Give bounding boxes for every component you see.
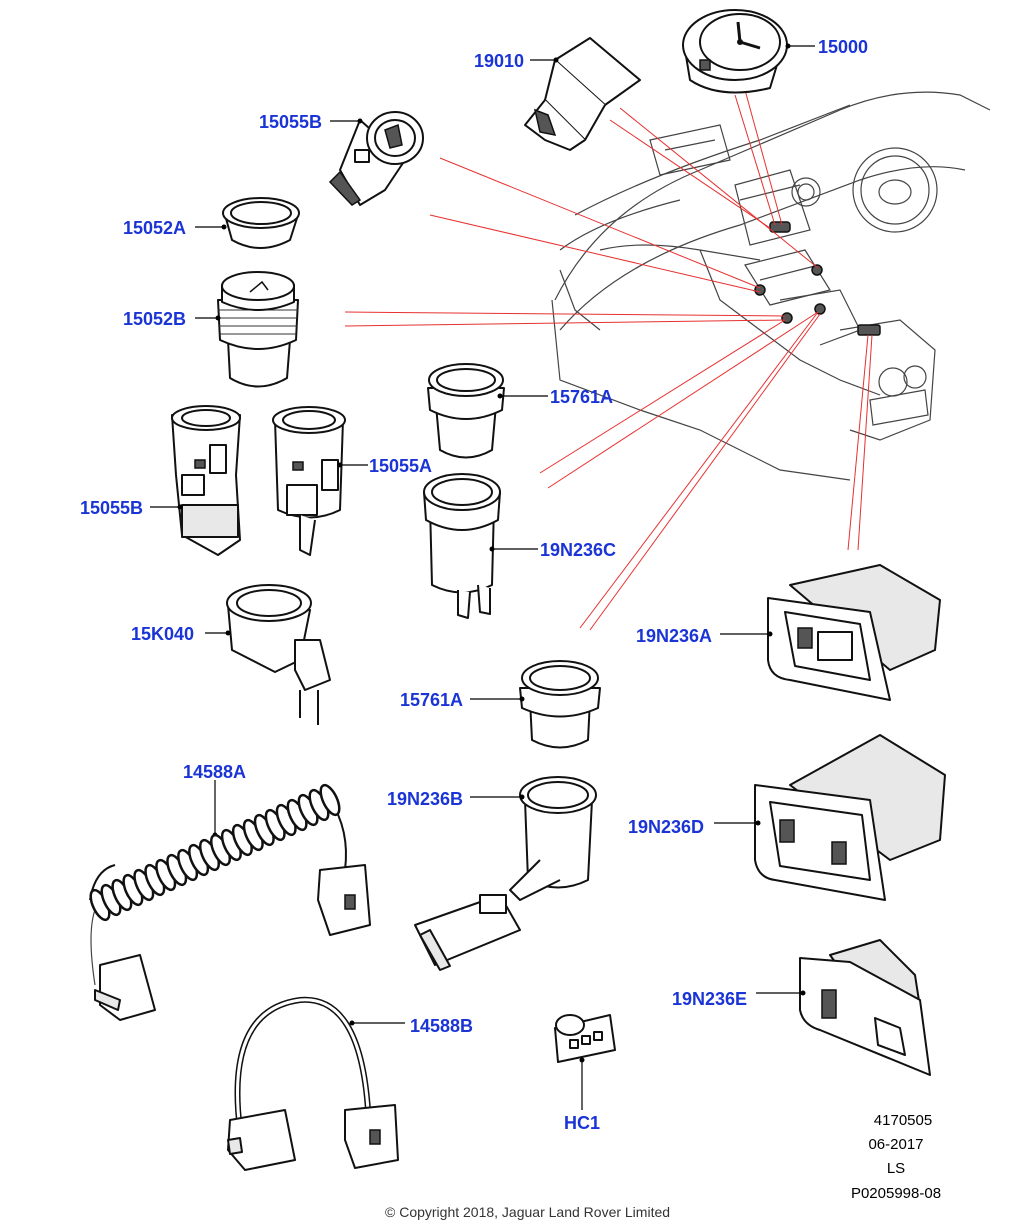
- usb-hub-19N236E: [799, 939, 931, 1076]
- label-14588A[interactable]: 14588A: [183, 762, 247, 782]
- callout-lines: [344, 89, 873, 631]
- socket-19N236B: [414, 776, 597, 971]
- diagram-ref-number: 4170505: [873, 1112, 933, 1129]
- cable-14588A: [89, 799, 371, 1021]
- coil-turn: [319, 783, 341, 817]
- label-15055B-mid[interactable]: 15055B: [80, 498, 144, 518]
- diagram-date: 06-2017: [868, 1136, 924, 1153]
- connector-HC1: [554, 1014, 616, 1063]
- label-15K040[interactable]: 15K040: [131, 624, 195, 644]
- socket-15055A: [272, 406, 346, 556]
- label-15052B[interactable]: 15052B: [123, 309, 187, 329]
- copyright-notice: © Copyright 2018, Jaguar Land Rover Limi…: [385, 1204, 671, 1220]
- label-15000[interactable]: 15000: [818, 37, 869, 57]
- label-15761A-top[interactable]: 15761A: [550, 387, 614, 407]
- usb-hub-19N236D: [754, 734, 946, 901]
- cap-15761A-mid: [519, 660, 601, 749]
- cap-15052A: [222, 197, 300, 249]
- label-15052A[interactable]: 15052A: [123, 218, 187, 238]
- label-15761A-mid[interactable]: 15761A: [400, 690, 464, 710]
- label-19N236C[interactable]: 19N236C: [540, 540, 617, 560]
- usb-hub-19N236A: [767, 564, 941, 701]
- label-19N236B[interactable]: 19N236B: [387, 789, 464, 809]
- label-HC1[interactable]: HC1: [564, 1113, 601, 1133]
- label-19010[interactable]: 19010: [474, 51, 525, 71]
- holder-15K040: [226, 584, 331, 725]
- label-19N236D[interactable]: 19N236D: [628, 817, 705, 837]
- cap-15761A-top: [427, 363, 505, 459]
- socket-15055B-mid: [171, 405, 241, 556]
- illustration-number: P0205998-08: [850, 1185, 942, 1202]
- coil-14588A: [89, 783, 341, 922]
- clock-15000: [682, 9, 788, 94]
- label-19N236A[interactable]: 19N236A: [636, 626, 713, 646]
- socket-19N236C: [423, 473, 501, 619]
- diagram-code: LS: [886, 1160, 906, 1177]
- label-19N236E[interactable]: 19N236E: [672, 989, 748, 1009]
- dashboard-illustration: [551, 91, 991, 481]
- label-15055A[interactable]: 15055A: [369, 456, 433, 476]
- socket-15055B-top: [328, 111, 424, 206]
- label-14588B[interactable]: 14588B: [410, 1016, 474, 1036]
- usb-location-marker: [857, 324, 881, 336]
- cable-14588B: [227, 996, 399, 1171]
- clock-location-marker: [769, 221, 791, 233]
- switch-19010: [524, 37, 641, 151]
- label-15055B-top[interactable]: 15055B: [259, 112, 323, 132]
- lighter-15052B: [217, 271, 299, 388]
